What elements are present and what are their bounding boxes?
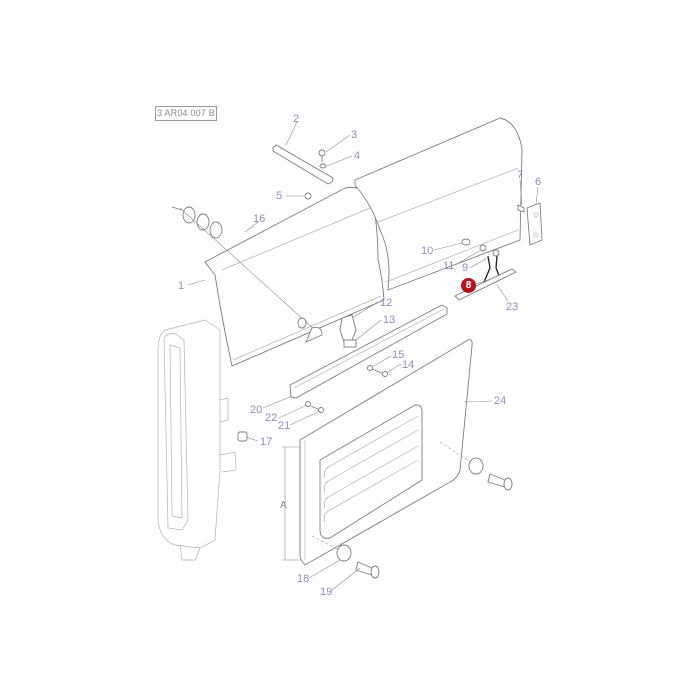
clip-17 (237, 431, 248, 442)
vent-panel-24 (299, 339, 473, 566)
knob-assembly (171, 206, 316, 331)
dimension-line-a (282, 446, 300, 561)
callout-15[interactable]: 15 (392, 349, 405, 361)
callout-2[interactable]: 2 (293, 113, 300, 125)
callout-7[interactable]: 7 (517, 169, 524, 181)
callout-21[interactable]: 21 (278, 420, 291, 432)
rail-20 (289, 304, 448, 399)
hinge-parts (461, 238, 500, 257)
callout-22[interactable]: 22 (265, 412, 278, 424)
fastener-right (439, 441, 513, 491)
leader-lines (187, 121, 539, 591)
callout-5[interactable]: 5 (276, 190, 283, 202)
callout-12[interactable]: 12 (380, 297, 393, 309)
callout-9[interactable]: 9 (462, 262, 469, 274)
callout-20[interactable]: 20 (250, 404, 263, 416)
callout-8-highlighted[interactable]: 8 (461, 278, 476, 293)
callout-18[interactable]: 18 (297, 573, 310, 585)
callout-11[interactable]: 11 (443, 260, 455, 272)
panel-latch (297, 317, 323, 343)
bolt-21-22 (305, 401, 324, 413)
callout-6[interactable]: 6 (535, 176, 542, 188)
part-2-strip (272, 144, 334, 185)
callout-24[interactable]: 24 (494, 395, 507, 407)
callout-16[interactable]: 16 (253, 213, 266, 225)
diagram-reference-code: 3 AR04 007 B (155, 106, 217, 121)
callout-1[interactable]: 1 (178, 280, 185, 292)
tractor-body-outline (157, 319, 237, 561)
dimension-label-a: A (280, 500, 287, 511)
bolt-14-15 (367, 365, 388, 377)
latch-12-13 (339, 314, 357, 348)
callout-23[interactable]: 23 (506, 301, 519, 313)
fastener-bottom (311, 535, 380, 579)
bracket-6 (517, 202, 543, 246)
callout-10[interactable]: 10 (421, 245, 434, 257)
callout-13[interactable]: 13 (383, 314, 396, 326)
callout-3[interactable]: 3 (351, 129, 358, 141)
callout-17[interactable]: 17 (260, 436, 273, 448)
callout-14[interactable]: 14 (402, 359, 415, 371)
callout-19[interactable]: 19 (320, 586, 333, 598)
fasteners-top (304, 149, 327, 200)
callout-4[interactable]: 4 (354, 150, 361, 162)
